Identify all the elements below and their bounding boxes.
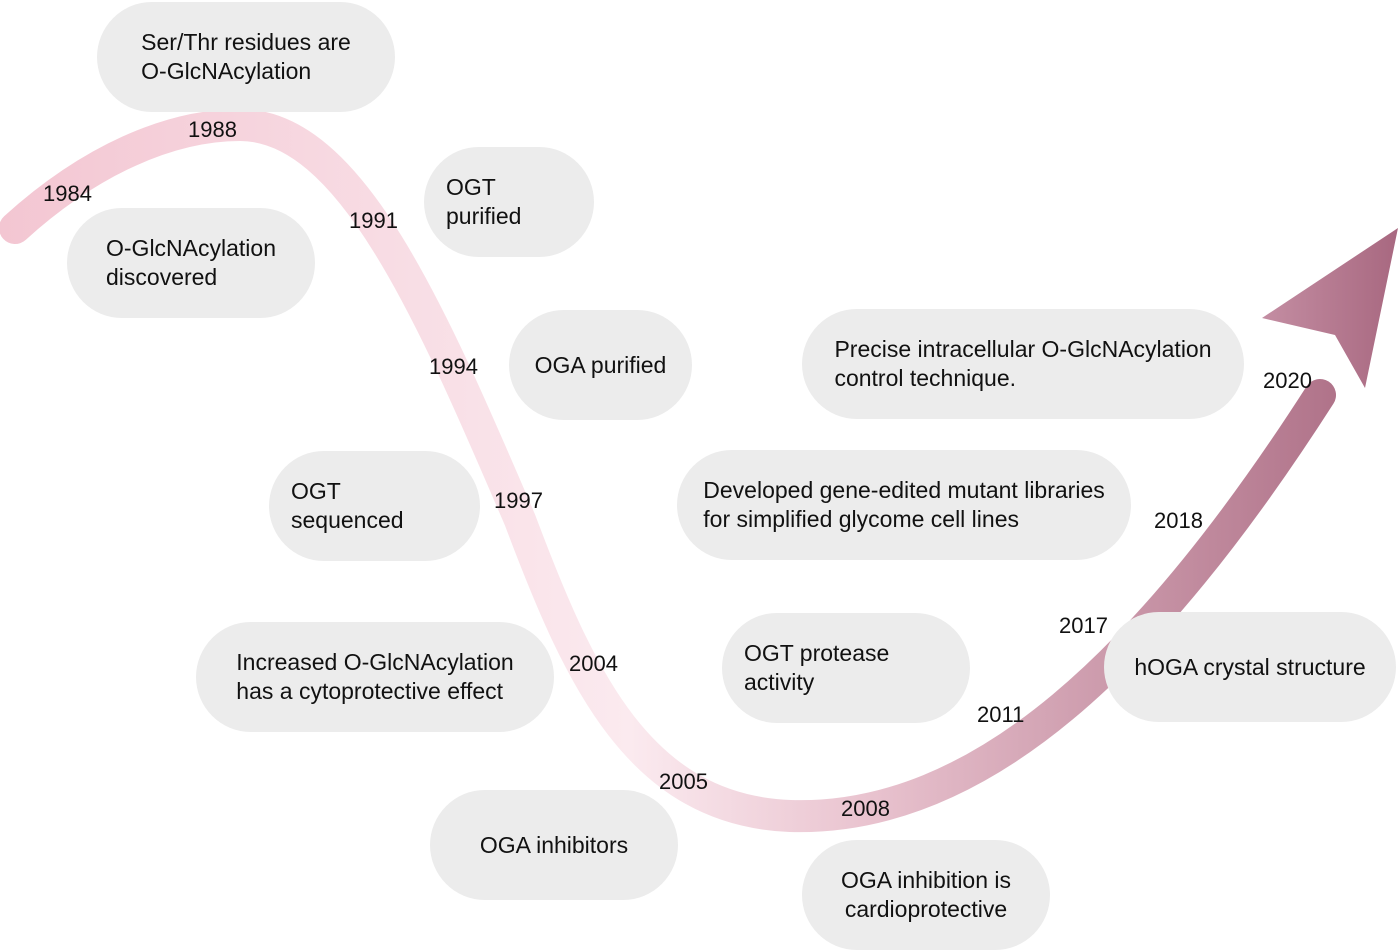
event-label: Ser/Thr residues are O-GlcNAcylation: [141, 29, 351, 84]
event-label: hOGA crystal structure: [1134, 653, 1366, 680]
event-gene-edited-mutant-libraries: Developed gene-edited mutant libraries f…: [677, 450, 1131, 560]
event-label: OGT purified: [446, 174, 522, 229]
event-label: OGT sequenced: [291, 478, 404, 533]
year-label-1988: 1988: [188, 117, 237, 142]
year-label-2018: 2018: [1154, 508, 1203, 533]
year-label-2008: 2008: [841, 796, 890, 821]
event-hoga-crystal-structure: hOGA crystal structure: [1104, 612, 1396, 722]
event-label: Increased O-GlcNAcylation has a cytoprot…: [236, 649, 514, 704]
event-ogt-purified: OGT purified: [424, 147, 594, 257]
event-oga-inhibition-cardioprotective: OGA inhibition is cardioprotective: [802, 840, 1050, 950]
event-label: OGT protease activity: [744, 640, 890, 695]
year-label-1994: 1994: [429, 354, 478, 379]
event-oga-inhibitors: OGA inhibitors: [430, 790, 678, 900]
year-label-1991: 1991: [349, 208, 398, 233]
event-label: Precise intracellular O-GlcNAcylation co…: [834, 336, 1212, 391]
event-cytoprotective-effect: Increased O-GlcNAcylation has a cytoprot…: [196, 622, 554, 732]
year-label-1984: 1984: [43, 181, 92, 206]
year-label-1997: 1997: [494, 488, 543, 513]
event-label: Developed gene-edited mutant libraries f…: [703, 477, 1105, 532]
arrow-head: [1262, 228, 1398, 388]
event-label: OGA inhibitors: [479, 831, 629, 858]
event-ser-thr-residues: Ser/Thr residues are O-GlcNAcylation: [97, 2, 395, 112]
event-oga-purified: OGA purified: [509, 310, 692, 420]
year-label-2005: 2005: [659, 769, 708, 794]
event-ogt-protease-activity: OGT protease activity: [722, 613, 970, 723]
event-label: OGA inhibition is cardioprotective: [840, 867, 1012, 922]
event-ogt-sequenced: OGT sequenced: [269, 451, 480, 561]
timeline-path: [0, 108, 1336, 833]
event-o-glcnacylation-discovered: O-GlcNAcylation discovered: [67, 208, 315, 318]
event-label: OGA purified: [534, 351, 667, 378]
year-label-2017: 2017: [1059, 613, 1108, 638]
year-label-2011: 2011: [977, 702, 1025, 727]
year-label-2020: 2020: [1263, 368, 1312, 393]
event-label: O-GlcNAcylation discovered: [106, 235, 276, 290]
year-label-2004: 2004: [569, 651, 618, 676]
event-intracellular-control-technique: Precise intracellular O-GlcNAcylation co…: [802, 309, 1244, 419]
